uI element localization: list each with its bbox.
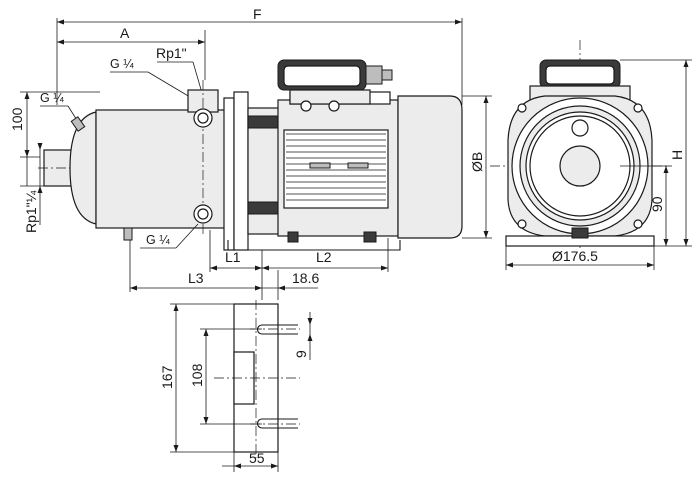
adapter-bar-top bbox=[247, 115, 279, 129]
mount-foot bbox=[227, 240, 401, 251]
label-55: 55 bbox=[249, 450, 265, 466]
label-b: ØB bbox=[469, 152, 485, 172]
pump-front-cap bbox=[69, 111, 97, 225]
drain-plug-left bbox=[70, 116, 86, 132]
label-rp114: Rp1"¼ bbox=[23, 190, 39, 233]
dimension-b: ØB bbox=[462, 95, 492, 239]
label-l2: L2 bbox=[316, 249, 332, 265]
drain-plug-bottom bbox=[123, 227, 133, 241]
motor-foot-left bbox=[287, 231, 299, 243]
label-a: A bbox=[120, 25, 130, 41]
label-176-5: Ø176.5 bbox=[552, 248, 598, 264]
cable-gland bbox=[365, 65, 383, 85]
label-9: 9 bbox=[293, 350, 309, 358]
base-plate-view bbox=[214, 300, 300, 458]
leader-g14-top: G ¼ bbox=[110, 57, 196, 101]
label-g14-left: G ¼ bbox=[40, 91, 64, 105]
dimension-f: F bbox=[56, 6, 463, 105]
motor-foot-right bbox=[363, 231, 377, 243]
label-l1: L1 bbox=[225, 249, 241, 265]
label-f: F bbox=[253, 6, 262, 22]
label-g14-top: G ¼ bbox=[110, 57, 134, 71]
dimension-55: 55 bbox=[222, 450, 279, 472]
label-h: H bbox=[669, 150, 685, 160]
leader-rp1: Rp1" bbox=[156, 45, 203, 94]
label-90: 90 bbox=[649, 196, 665, 212]
label-18-6: 18.6 bbox=[292, 270, 319, 286]
dimension-l-row: L1 L2 L3 18.6 bbox=[129, 230, 389, 300]
dimension-100: 100 bbox=[9, 91, 100, 158]
label-rp1: Rp1" bbox=[156, 45, 187, 61]
pump-side-view bbox=[38, 59, 463, 251]
dimension-108: 108 bbox=[189, 328, 262, 425]
dimension-rp114: Rp1"¼ bbox=[20, 143, 45, 233]
front-inlet bbox=[559, 145, 601, 187]
terminal-box bbox=[277, 59, 393, 112]
pump-front-view bbox=[490, 40, 670, 250]
label-108: 108 bbox=[189, 363, 205, 387]
dimension-90: 90 bbox=[620, 165, 672, 246]
cooling-fins bbox=[283, 129, 389, 209]
adapter-bar-bottom bbox=[247, 201, 279, 215]
dimension-h: H bbox=[620, 59, 692, 247]
flange-plate bbox=[223, 97, 235, 251]
label-100: 100 bbox=[9, 107, 25, 131]
label-g14-bottom: G ¼ bbox=[146, 233, 170, 247]
dimension-9: 9 bbox=[293, 312, 313, 360]
dimension-a: A bbox=[57, 25, 206, 80]
label-l3: L3 bbox=[188, 270, 204, 286]
dimension-176-5: Ø176.5 bbox=[505, 246, 655, 270]
fan-cover bbox=[397, 95, 463, 239]
leader-g14-bottom: G ¼ bbox=[140, 223, 199, 249]
flange-ring bbox=[233, 91, 249, 251]
dimension-167: 167 bbox=[159, 303, 234, 453]
label-167: 167 bbox=[159, 365, 175, 389]
